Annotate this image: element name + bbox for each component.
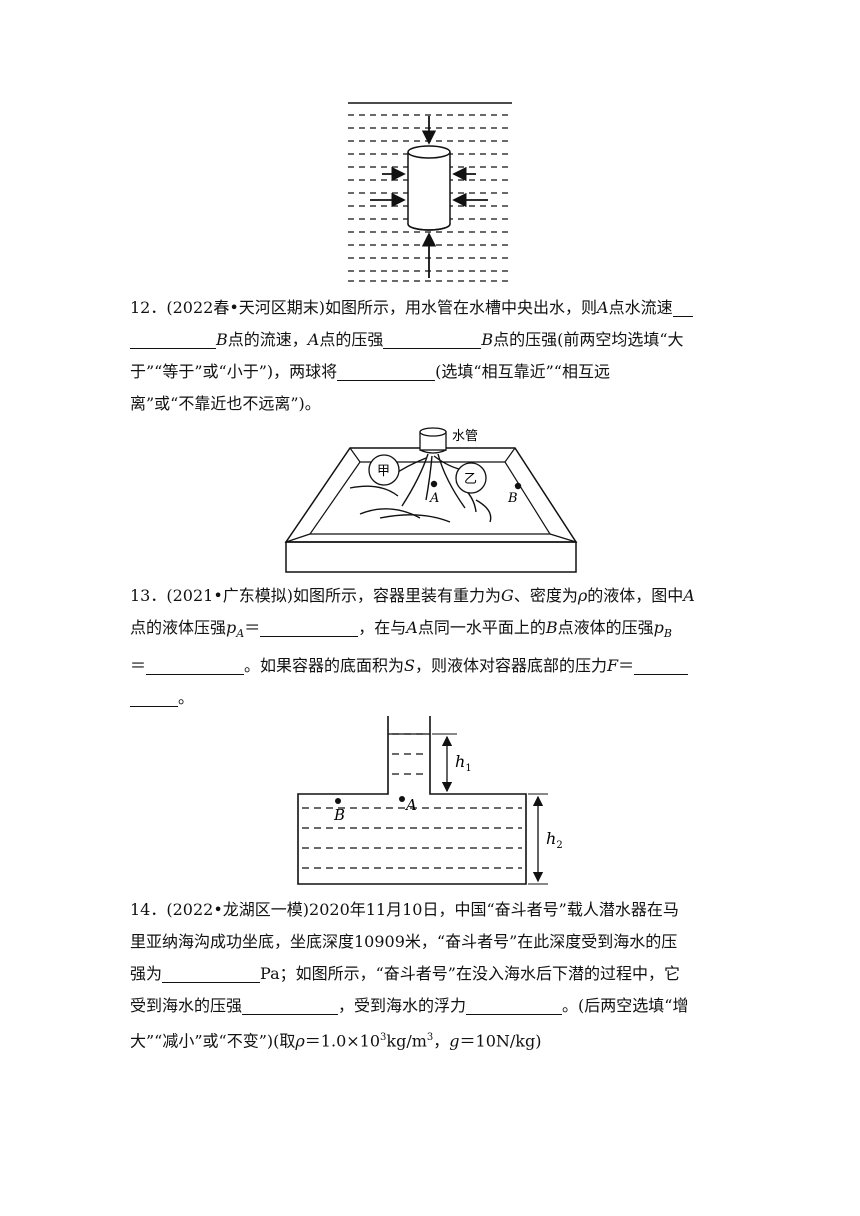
question-14: 14．(2022•龙湖区一模)2020年11月10日，中国“奋斗者号”载人潜水器… (130, 894, 730, 1057)
h2-subscript: 2 (556, 840, 562, 851)
svg-text:h2: h2 (546, 829, 563, 851)
svg-text:h1: h1 (455, 752, 472, 774)
q12-line-3: 于”“等于”或“小于”)，两球将(选填“相互靠近”“相互远 (130, 360, 610, 381)
h1-label: h (455, 752, 465, 771)
answer-blank[interactable] (242, 994, 339, 1015)
answer-blank[interactable] (337, 360, 436, 381)
q13-line-3: ＝。如果容器的底面积为S，则液体对容器底部的压力F＝ (130, 650, 730, 682)
answer-blank[interactable] (383, 328, 482, 349)
h2-label: h (546, 829, 556, 848)
h1-subscript: 1 (465, 763, 471, 774)
answer-blank[interactable] (260, 616, 359, 637)
point-b-label: B (507, 491, 518, 506)
answer-blank[interactable] (130, 686, 178, 708)
q14-line-2: 里亚纳海沟成功坐底，坐底深度10909米，“奋斗者号”在此深度受到海水的压 (130, 932, 678, 951)
q13-line-1: 13．(2021•广东模拟)如图所示，容器里装有重力为G、密度为ρ的液体，图中A (130, 586, 695, 605)
ball-jia-label: 甲 (377, 464, 390, 479)
q12-line-1: 12．(2022春•天河区期末)如图所示，用水管在水槽中央出水，则A点水流速 (130, 292, 730, 324)
question-13: 13．(2021•广东模拟)如图所示，容器里装有重力为G、密度为ρ的液体，图中A… (130, 580, 730, 714)
q13-line-4: 。 (130, 682, 730, 714)
answer-blank[interactable] (146, 654, 245, 676)
submerged-cylinder-figure (348, 102, 512, 282)
answer-blank[interactable] (634, 654, 689, 676)
answer-blank[interactable] (162, 962, 261, 983)
q14-line-1: 14．(2022•龙湖区一模)2020年11月10日，中国“奋斗者号”载人潜水器… (130, 900, 679, 919)
answer-blank[interactable] (672, 296, 693, 317)
point-b-label: B (333, 806, 345, 824)
q14-line-4: 受到海水的压强，受到海水的浮力。(后两空选填“增 (130, 994, 689, 1015)
point-a-label: A (429, 491, 439, 506)
question-12: 12．(2022春•天河区期末)如图所示，用水管在水槽中央出水，则A点水流速 B… (130, 292, 730, 420)
water-trough-figure: 水管 甲 乙 A B (284, 427, 578, 573)
q12-line-4: 离”或“不靠近也不远离”)。 (130, 394, 321, 413)
pipe-label: 水管 (452, 429, 478, 444)
answer-blank[interactable] (466, 994, 563, 1015)
ball-yi-label: 乙 (464, 472, 477, 487)
q13-line-2: 点的液体压强pA＝，在与A点同一水平面上的B点液体的压强pB (130, 616, 672, 641)
answer-blank[interactable] (130, 328, 216, 349)
liquid-container-figure: h1 h2 B A (297, 716, 563, 885)
q14-line-5: 大”“减小”或“不变”)(取ρ＝1.0×103kg/m3，g＝10N/kg) (130, 1031, 542, 1051)
point-a-label: A (404, 796, 417, 814)
